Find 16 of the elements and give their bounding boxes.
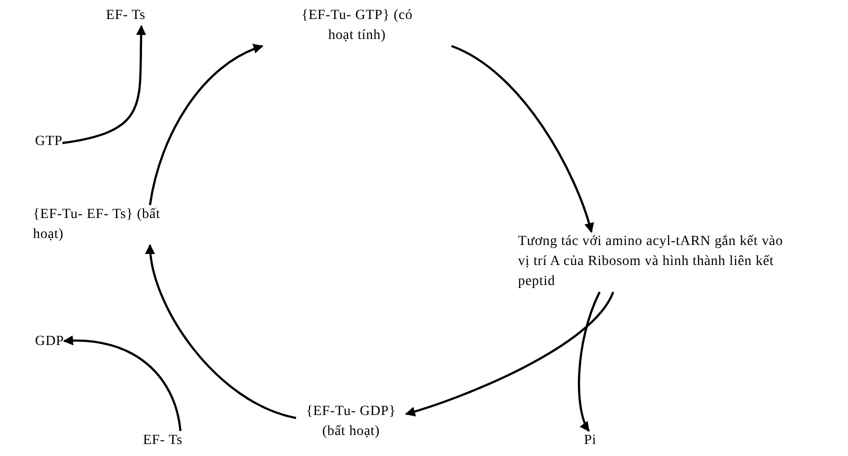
node-label: {EF-Tu- EF- Ts} (bất hoạt) bbox=[33, 205, 183, 245]
arrow bbox=[146, 244, 296, 420]
node-label: GTP bbox=[35, 132, 62, 152]
arrow bbox=[451, 45, 594, 233]
node-label: EF- Ts bbox=[143, 431, 182, 451]
node-label: Pi bbox=[584, 431, 596, 451]
arrow bbox=[63, 336, 182, 432]
node-label: EF- Ts bbox=[106, 6, 146, 26]
node-label: {EF-Tu- GDP} (bất hoạt) bbox=[296, 402, 406, 442]
arrow bbox=[405, 291, 614, 416]
arrow bbox=[578, 292, 601, 432]
node-label: GDP bbox=[35, 332, 64, 352]
arrow bbox=[62, 25, 146, 144]
node-label: {EF-Tu- GTP} (có hoạt tính) bbox=[252, 6, 462, 46]
node-label: Tương tác với amino acyl-tARN gắn kết vào vị trí A của Ribosom và hình thành liên kết peptid bbox=[518, 232, 790, 292]
arrow bbox=[148, 44, 264, 206]
